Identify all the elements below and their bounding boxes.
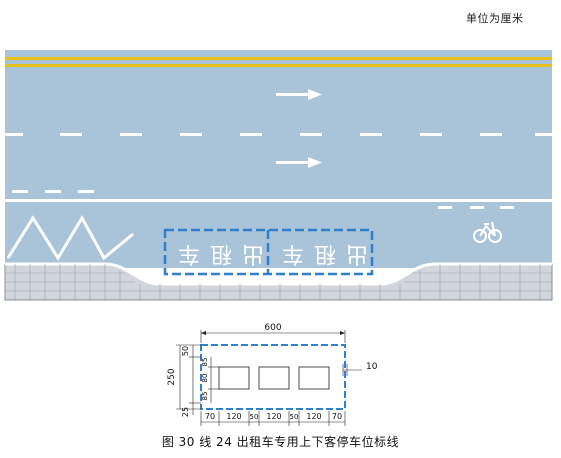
dim-bottom-seg: 70 [332,412,342,421]
yellow-center-line [5,57,552,60]
arrow-icon [276,157,322,168]
dim-height-bottom: 25 [181,407,190,417]
dim-bottom-seg: 120 [226,412,241,421]
dim-height-total: 250 [167,368,177,385]
dim-char-bottom: 85 [201,392,209,401]
dim-bottom-seg: 50 [290,413,299,421]
dim-char-top: 85 [201,358,209,367]
road-surface [5,50,552,268]
unit-note: 单位为厘米 [466,12,524,25]
char-box [298,366,330,390]
bike-lane-dashes [438,206,514,209]
dim-line-width: 10 [366,362,378,372]
stall-word: 出租车 [168,241,264,266]
dim-bottom-seg: 120 [266,412,281,421]
dim-char-mid: 80 [201,374,209,383]
dashed-lane-line [5,133,552,136]
dim-bottom-seg: 120 [306,412,321,421]
stall-outline [200,344,346,410]
short-dashed-line [12,190,94,193]
curb-edge [5,262,552,286]
yellow-center-line [5,64,552,67]
dim-height-top: 50 [181,346,190,356]
char-box [258,366,290,390]
char-box [218,366,250,390]
dim-total-length: 600 [264,323,281,333]
solid-edge-line [5,199,552,202]
stall-word: 出租车 [272,241,368,266]
dim-bottom-seg: 50 [250,413,259,421]
brick-pattern [5,264,552,300]
figure-caption: 图 30 线 24 出租车专用上下客停车位标线 [161,435,400,449]
dim-bottom-seg: 70 [205,412,215,421]
bicycle-icon [473,221,502,243]
dimension-drawing: 600 10 250 50 25 85 80 85 [167,323,378,426]
zigzag-marking [6,214,134,261]
arrow-icon [276,89,322,100]
